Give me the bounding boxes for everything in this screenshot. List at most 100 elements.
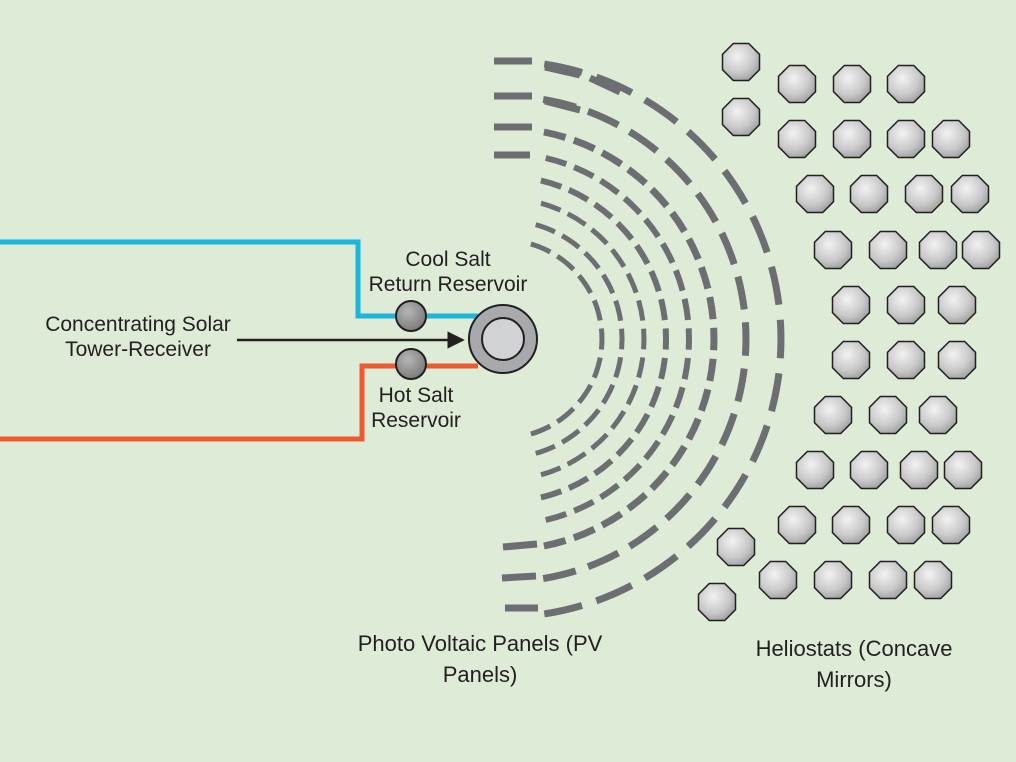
pv-panel-icon <box>643 439 661 461</box>
pv-panel-icon <box>502 540 538 551</box>
cool-salt-label-line-2: Return Reservoir <box>368 273 528 296</box>
pv-panel-icon <box>599 178 620 196</box>
pv-panel-icon <box>599 482 620 500</box>
pv-panel-icon <box>567 475 590 491</box>
pv-panel-icon <box>664 492 693 522</box>
heliostat-icon <box>849 174 889 214</box>
pv-panel-icon <box>706 296 717 320</box>
heliostat-icon <box>913 560 953 600</box>
pv-panel-icon <box>749 424 771 463</box>
heliostat-icon <box>937 285 977 325</box>
pv-panel-icon <box>768 372 783 413</box>
pv-panel-icon <box>572 136 596 152</box>
heliostat-icon <box>795 450 835 490</box>
pv-panel-icon <box>544 511 568 523</box>
heliostat-icon <box>831 285 871 325</box>
hot-salt-label: Hot Salt Reservoir <box>356 383 476 433</box>
pv-panel-icon <box>643 217 661 239</box>
pv-panel-icon <box>572 164 595 180</box>
heliostat-icon <box>918 230 958 270</box>
pv-panel-icon <box>698 388 712 412</box>
pv-panel-icon <box>681 298 691 321</box>
pv-panel-icon <box>600 510 624 529</box>
pv-panel-icon <box>685 237 702 261</box>
heliostats-label: Heliostats (Concave Mirrors) <box>726 633 982 695</box>
heliostats-label-line-2: Mirrors) <box>816 667 892 692</box>
pv-panel-icon <box>669 444 688 468</box>
pv-panel-icon <box>634 243 651 266</box>
pv-panel-icon <box>555 406 576 424</box>
pv-panel-icon <box>643 96 679 125</box>
pv-panel-icon <box>643 553 679 582</box>
heliostat-icon <box>868 230 908 270</box>
pv-panel-icon <box>776 319 785 359</box>
cool-salt-label: Cool Salt Return Reservoir <box>356 247 540 297</box>
heliostat-icon <box>886 119 926 159</box>
heliostat-icon <box>849 450 889 490</box>
pv-panel-icon <box>540 488 563 501</box>
pv-panel-icon <box>543 537 567 550</box>
pv-panel-icon <box>741 322 750 356</box>
pv-panel-icon <box>540 465 562 478</box>
pv-panel-icon <box>706 358 717 382</box>
pv-panel-icon <box>583 408 601 428</box>
pv-panel-icon <box>595 582 634 605</box>
pv-panel-icon <box>586 108 620 129</box>
pv-panel-icon <box>543 602 583 618</box>
pv-panel-icon <box>501 572 537 582</box>
pv-panel-icon <box>698 266 712 290</box>
pv-panel-icon <box>567 187 590 203</box>
pv-panel-icon <box>586 549 620 570</box>
pv-panel-icon <box>588 74 622 96</box>
pv-panel-icon <box>694 191 719 224</box>
pv-panel-icon <box>540 177 563 190</box>
pv-panel-icon <box>534 443 556 456</box>
pv-panel-field <box>494 57 785 618</box>
heliostat-icon <box>721 97 761 137</box>
pv-panel-icon <box>673 386 686 409</box>
heliostat-icon <box>758 560 798 600</box>
pv-panel-icon <box>566 451 587 467</box>
hot-salt-label-line-1: Hot Salt <box>378 384 454 407</box>
heliostat-icon <box>813 230 853 270</box>
heliostat-icon <box>961 230 1001 270</box>
pv-panel-icon <box>622 195 643 216</box>
pv-panel-icon <box>694 454 719 487</box>
pv-panels-label-line-2: Panels) <box>442 662 518 687</box>
pv-panel-icon <box>648 385 662 408</box>
pv-panel-icon <box>610 409 627 430</box>
heliostat-field <box>697 42 1001 622</box>
pv-panel-icon <box>718 412 738 447</box>
pv-panel-icon <box>734 368 748 403</box>
pv-panel-icon <box>613 356 624 379</box>
heliostat-icon <box>868 395 908 435</box>
pv-panel-icon <box>600 149 624 168</box>
pv-panel-icon <box>625 272 639 294</box>
heliostat-icon <box>918 395 958 435</box>
pv-panel-icon <box>530 423 552 437</box>
pv-panel-icon <box>534 222 556 235</box>
pv-panel-icon <box>591 299 603 321</box>
pv-panel-icon <box>636 357 646 379</box>
heliostat-icon <box>813 560 853 600</box>
pv-panel-icon <box>622 462 643 483</box>
pv-panel-icon <box>615 437 635 458</box>
hot-salt-label-line-2: Reservoir <box>371 409 461 432</box>
pv-panel-icon <box>718 231 738 266</box>
tower-label: Concentrating Solar Tower-Receiver <box>20 312 256 362</box>
pv-panel-icon <box>613 299 624 322</box>
pv-panel-icon <box>555 254 576 272</box>
heliostat-icon <box>931 119 971 159</box>
heliostat-icon <box>937 340 977 380</box>
pv-panel-icon <box>660 414 676 436</box>
heliostat-icon <box>721 42 761 82</box>
heliostat-icon <box>886 64 926 104</box>
pv-panel-icon <box>542 567 577 583</box>
pv-panel-icon <box>626 166 648 187</box>
pv-panel-icon <box>625 384 639 406</box>
pv-panel-icon <box>721 472 749 510</box>
tower-label-line-2: Tower-Receiver <box>65 338 211 361</box>
heliostat-icon <box>832 119 872 159</box>
pv-panel-icon <box>669 210 688 234</box>
